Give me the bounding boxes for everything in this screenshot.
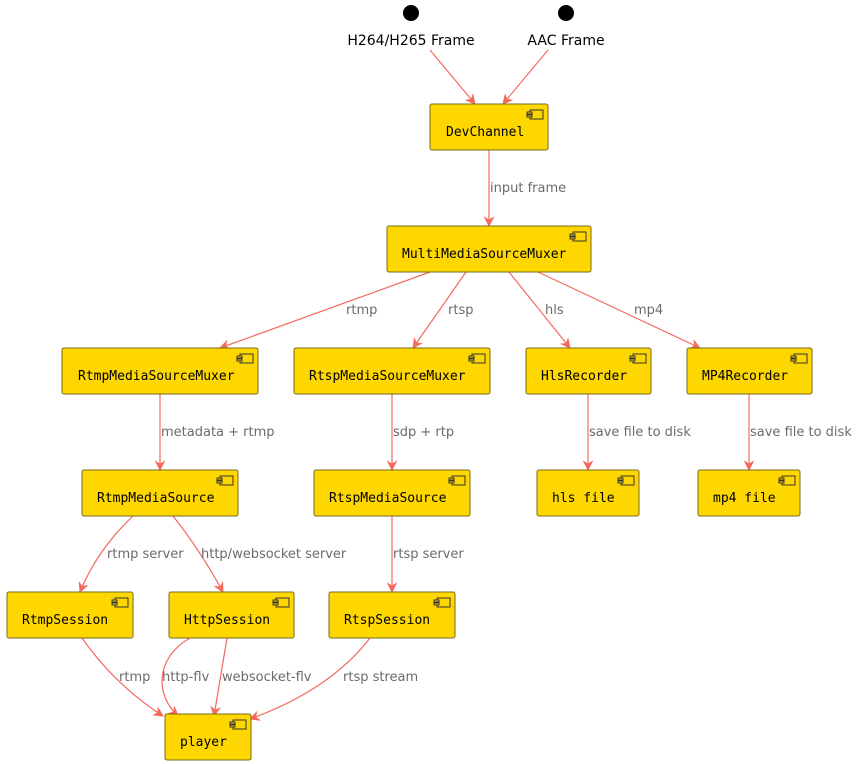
component-rtsp-media-source: RtspMediaSource	[313, 469, 471, 517]
edge-label-http-flv: http-flv	[162, 670, 210, 685]
edge-rtmp-server	[78, 515, 134, 594]
edge-label-sdp-rtp: sdp + rtp	[393, 425, 454, 440]
component-label: RtspMediaSource	[329, 491, 447, 506]
component-rtsp-media-source-muxer: RtspMediaSourceMuxer	[293, 347, 491, 395]
component-player: player	[164, 713, 252, 761]
component-icon	[229, 719, 247, 730]
component-mp4-file: mp4 file	[697, 469, 801, 517]
edge-rtsp	[412, 271, 467, 349]
component-label: RtspSession	[344, 613, 430, 628]
interface-label: AAC Frame	[527, 33, 604, 49]
component-label: player	[180, 735, 227, 750]
component-http-session: HttpSession	[168, 591, 295, 639]
edge-label-save-mp4: save file to disk	[750, 425, 852, 440]
component-label: HttpSession	[184, 613, 270, 628]
component-icon	[111, 597, 129, 608]
component-label: hls file	[552, 491, 615, 506]
component-rtmp-media-source-muxer: RtmpMediaSourceMuxer	[61, 347, 259, 395]
edge-http-flv	[161, 637, 191, 717]
component-label: RtmpMediaSource	[97, 491, 215, 506]
component-multimedia-source-muxer: MultiMediaSourceMuxer	[386, 225, 592, 273]
component-rtsp-session: RtspSession	[328, 591, 456, 639]
edge-hls	[508, 271, 571, 349]
edge-label-hls: hls	[545, 303, 564, 318]
component-label: MP4Recorder	[702, 369, 788, 384]
component-icon	[236, 353, 254, 364]
component-label: RtmpSession	[22, 613, 108, 628]
component-label: HlsRecorder	[541, 369, 627, 384]
component-icon	[272, 597, 290, 608]
component-mp4-recorder: MP4Recorder	[686, 347, 813, 395]
interface-audio-frame: AAC Frame	[527, 5, 605, 49]
component-icon	[629, 353, 647, 364]
edge-label-rtsp-server: rtsp server	[393, 547, 464, 562]
component-label: RtmpMediaSourceMuxer	[78, 369, 235, 384]
edge-label-websocket-flv: websocket-flv	[222, 670, 312, 685]
edge-label-mp4: mp4	[634, 303, 663, 318]
component-icon	[569, 231, 587, 242]
edge-video-to-devchannel	[429, 49, 476, 105]
edge-http-ws-server	[172, 515, 224, 593]
component-icon	[216, 475, 234, 486]
component-icon	[526, 109, 544, 120]
edge-label-input-frame: input frame	[490, 181, 566, 196]
edge-label-metadata-rtmp: metadata + rtmp	[161, 425, 275, 440]
component-label: mp4 file	[713, 491, 776, 506]
component-icon	[778, 475, 796, 486]
edge-label-save-hls: save file to disk	[589, 425, 691, 440]
component-label: DevChannel	[446, 125, 524, 140]
component-devchannel: DevChannel	[429, 103, 549, 151]
edge-label-rtmp-server: rtmp server	[107, 547, 184, 562]
edge-label-http-ws-server: http/websocket server	[201, 547, 347, 562]
edge-label-rtmp: rtmp	[346, 303, 377, 318]
edge-mp4	[537, 271, 701, 349]
interface-label: H264/H265 Frame	[347, 33, 474, 49]
edge-rtmp	[218, 271, 431, 350]
component-icon	[790, 353, 808, 364]
edge-rtsp-stream	[248, 637, 371, 721]
component-rtmp-session: RtmpSession	[6, 591, 134, 639]
component-icon	[617, 475, 635, 486]
component-label: RtspMediaSourceMuxer	[309, 369, 466, 384]
edges: input frame rtmp rtsp hls mp4 metadata +…	[78, 49, 852, 721]
interface-dot	[403, 5, 419, 21]
component-icon	[448, 475, 466, 486]
interface-dot	[558, 5, 574, 21]
edge-label-rtsp-stream: rtsp stream	[343, 670, 418, 685]
edge-label-rtsp: rtsp	[448, 303, 473, 318]
edge-label-rtmp-play: rtmp	[119, 670, 150, 685]
edge-websocket-flv	[210, 637, 228, 718]
component-hls-file: hls file	[536, 469, 640, 517]
component-label: MultiMediaSourceMuxer	[402, 247, 567, 262]
component-icon	[468, 353, 486, 364]
component-hls-recorder: HlsRecorder	[525, 347, 652, 395]
component-rtmp-media-source: RtmpMediaSource	[81, 469, 239, 517]
interface-video-frame: H264/H265 Frame	[347, 5, 475, 49]
edge-rtmp-play	[81, 637, 164, 717]
edge-audio-to-devchannel	[502, 49, 549, 105]
component-icon	[433, 597, 451, 608]
